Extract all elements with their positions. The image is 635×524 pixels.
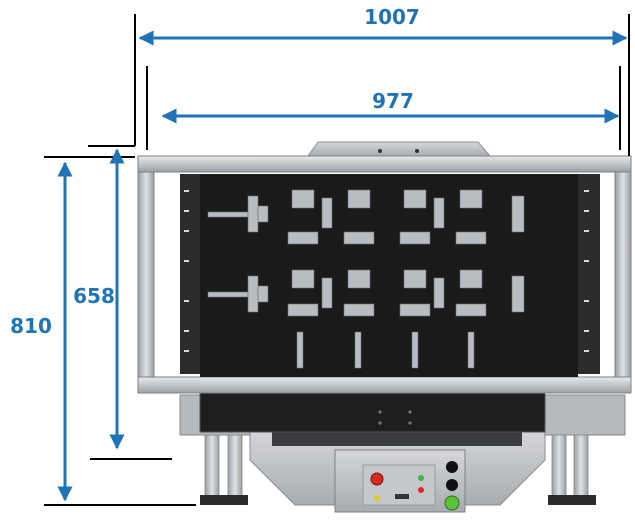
label-810: 810 xyxy=(10,314,52,338)
aluminium-frame xyxy=(137,155,632,394)
red-button-icon[interactable] xyxy=(370,472,384,486)
label-1007: 1007 xyxy=(364,5,420,29)
fixture-row-top xyxy=(207,189,525,245)
knob-top-icon[interactable] xyxy=(446,461,458,473)
right-leg xyxy=(544,394,626,505)
yellow-light-icon xyxy=(374,495,380,501)
label-658: 658 xyxy=(73,284,115,308)
label-977: 977 xyxy=(372,89,414,113)
support-posts xyxy=(296,331,475,369)
dimension-labels: 1007 977 658 810 xyxy=(10,5,420,338)
dimension-arrows xyxy=(57,30,628,502)
control-panel xyxy=(334,449,466,513)
knob-icon[interactable] xyxy=(446,479,458,491)
top-cover-plate xyxy=(307,141,492,157)
machine-illustration xyxy=(137,141,632,513)
lower-tray xyxy=(199,389,546,433)
extension-lines xyxy=(44,14,630,506)
green-light-icon xyxy=(418,475,424,481)
red-light-icon xyxy=(418,487,424,493)
fixture-row-bottom xyxy=(207,269,525,317)
green-button-icon[interactable] xyxy=(444,495,460,511)
